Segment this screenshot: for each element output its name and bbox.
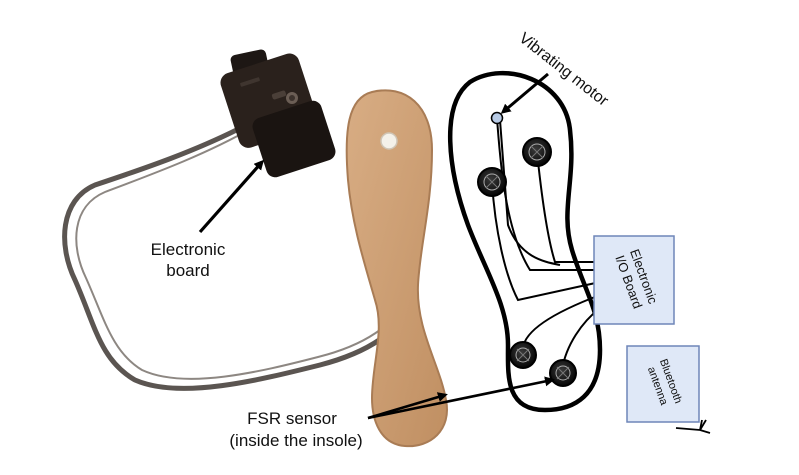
antenna-icon bbox=[675, 419, 711, 434]
electronic-board-label-line1: Electronic bbox=[151, 240, 226, 259]
electronic-board-device bbox=[220, 49, 336, 178]
fsr-sensor-disc-icon bbox=[477, 167, 507, 197]
arrow-to-board bbox=[198, 159, 264, 234]
fsr-sensor-disc-icon bbox=[549, 359, 577, 387]
fsr-sensor-disc-icon bbox=[509, 341, 537, 369]
schematic-insole-outline bbox=[447, 71, 603, 413]
fsr-sensor-label-line1: FSR sensor bbox=[247, 409, 337, 428]
io-board-box: Electronic I/O Board bbox=[593, 235, 675, 325]
arrow-to-fsr-schematic bbox=[367, 376, 555, 420]
insole-vibration-button-icon bbox=[380, 132, 398, 150]
arrow-to-motor bbox=[500, 72, 549, 114]
ribbon-cable bbox=[62, 119, 413, 391]
fsr-sensor-label-line2: (inside the insole) bbox=[229, 431, 362, 450]
vibrating-motor-icon bbox=[490, 111, 504, 125]
electronic-board-label-line2: board bbox=[166, 261, 209, 280]
vibrating-motor-label: Vibrating motor bbox=[516, 30, 612, 110]
annotation-arrows bbox=[198, 72, 555, 420]
bluetooth-antenna-box: Bluetooth antenna bbox=[626, 345, 700, 423]
insole bbox=[345, 89, 448, 448]
fsr-sensor-disc-icon bbox=[522, 137, 552, 167]
